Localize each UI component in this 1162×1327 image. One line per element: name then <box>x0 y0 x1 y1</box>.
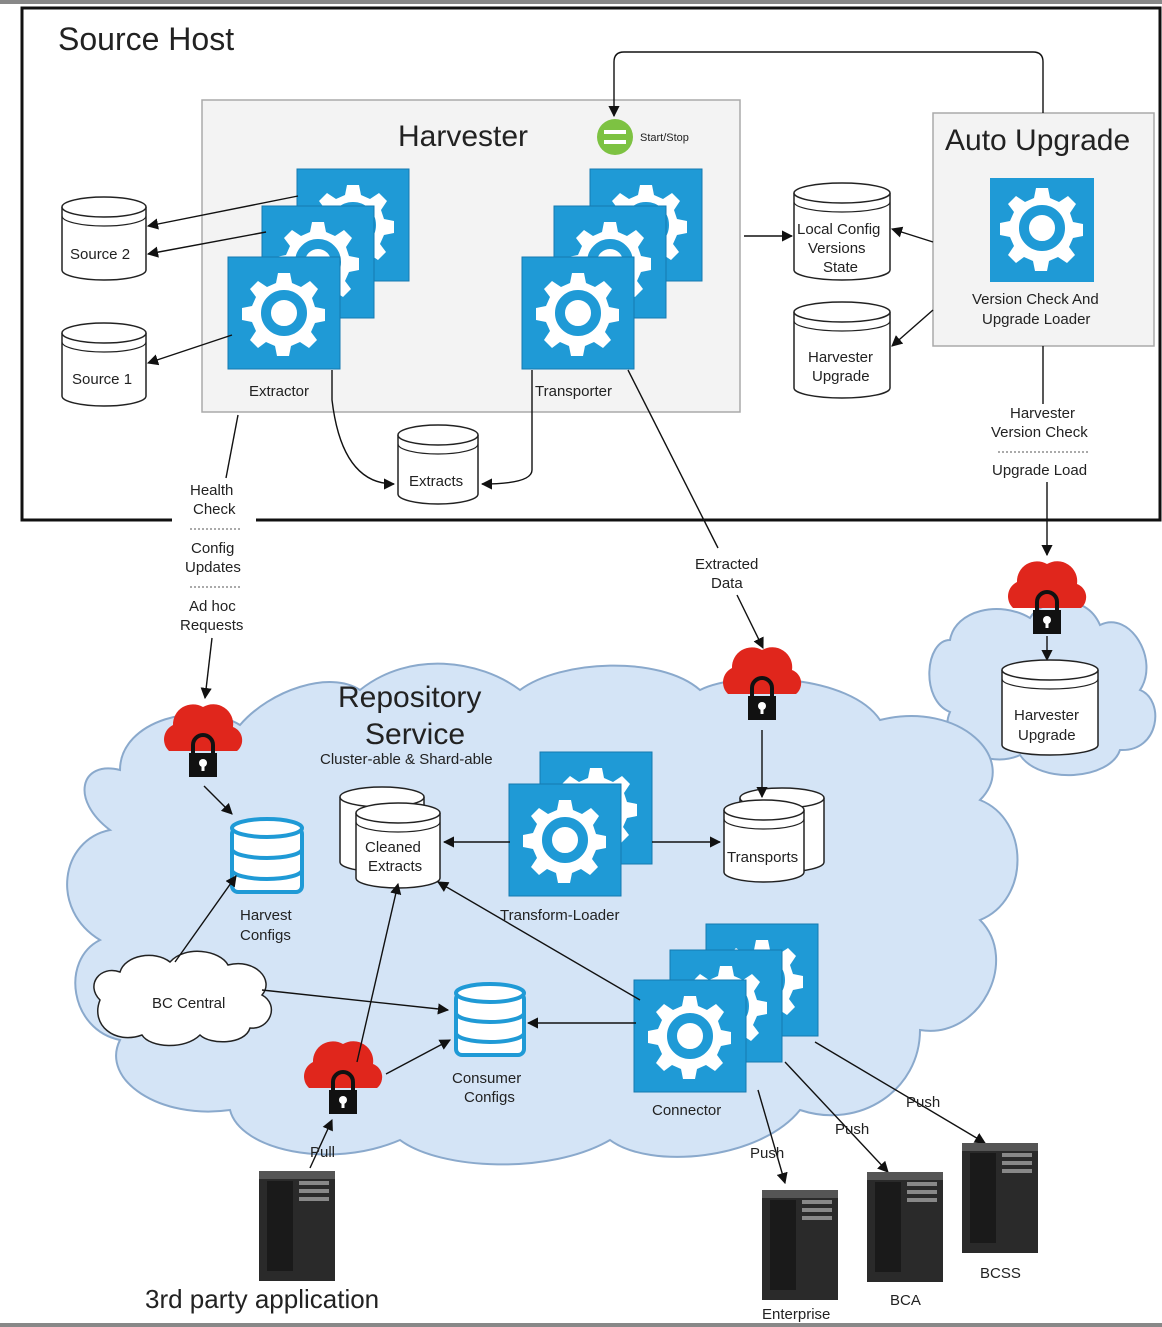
connector-label: Connector <box>652 1102 721 1119</box>
health-check-line-bottom <box>200 637 213 700</box>
bc-central-label: BC Central <box>152 995 225 1012</box>
cleaned-extracts-db <box>339 786 441 889</box>
extracted-data-line2: Data <box>711 575 743 592</box>
push-label-bca: Push <box>835 1121 869 1138</box>
source-1-label: Source 1 <box>72 371 132 388</box>
host-harvester-upgrade-db <box>793 301 891 399</box>
harvest-configs-db <box>230 817 304 894</box>
third-party-server-icon <box>259 1171 335 1281</box>
transform-loader-label: Transform-Loader <box>500 907 620 924</box>
source-2-db <box>61 196 147 281</box>
push-label-enterprise: Push <box>750 1145 784 1162</box>
start-stop-icon[interactable] <box>597 119 633 155</box>
cloud-harvester-upgrade-db <box>1001 659 1099 756</box>
bca-label: BCA <box>890 1292 921 1309</box>
source-host-title: Source Host <box>58 21 234 57</box>
version-check-line1: Version Check And <box>972 291 1099 308</box>
cleaned-extracts-line1: Cleaned <box>365 839 421 856</box>
adhoc-line2: Requests <box>180 617 243 634</box>
push-label-bcss: Push <box>906 1094 940 1111</box>
harvest-configs-line1: Harvest <box>240 907 293 924</box>
health-check-line1: Health <box>190 482 233 499</box>
version-check-link-line1: Harvester <box>1010 405 1075 422</box>
cloud-harvester-upgrade-line1: Harvester <box>1014 707 1079 724</box>
auto-upgrade-title: Auto Upgrade <box>945 124 1130 157</box>
extracts-db <box>397 424 479 505</box>
transporter-label: Transporter <box>535 383 612 400</box>
bottom-rule <box>0 1323 1162 1327</box>
cloud-harvester-upgrade-line2: Upgrade <box>1018 727 1076 744</box>
start-stop-label: Start/Stop <box>640 132 689 144</box>
extracts-label: Extracts <box>409 473 463 490</box>
repository-connectors <box>174 730 986 1185</box>
version-check-link-line2: Version Check <box>991 424 1088 441</box>
health-check-link-labels: Health Check Config Updates Ad hoc Reque… <box>172 478 256 638</box>
config-updates-line2: Updates <box>185 559 241 576</box>
health-check-line2: Check <box>193 501 236 518</box>
bcss-server-icon <box>962 1143 1038 1253</box>
config-updates-line1: Config <box>191 540 234 557</box>
enterprise-server-icon <box>762 1190 838 1300</box>
health-check-line-top <box>225 414 239 479</box>
top-rule <box>0 0 1162 4</box>
repository-subtitle: Cluster-able & Shard-able <box>320 751 493 768</box>
version-check-link: Harvester Version Check Upgrade Load <box>985 346 1100 557</box>
extracted-data-line1: Extracted <box>695 556 758 573</box>
harvest-configs-line2: Configs <box>240 927 291 944</box>
version-check-gear-icon <box>990 178 1094 282</box>
extracted-data-link: Extracted Data <box>627 369 770 650</box>
bca-server-icon <box>867 1172 943 1282</box>
version-check-line2: Upgrade Loader <box>982 311 1090 328</box>
transports-label: Transports <box>727 849 798 866</box>
local-config-db <box>793 182 891 281</box>
host-harvester-upgrade-line2: Upgrade <box>812 368 870 385</box>
local-config-line3: State <box>823 259 858 276</box>
bc-central-cloud <box>93 950 273 1047</box>
consumer-configs-line2: Configs <box>464 1089 515 1106</box>
consumer-configs-line1: Consumer <box>452 1070 521 1087</box>
transports-db <box>723 787 825 883</box>
host-harvester-upgrade-line1: Harvester <box>808 349 873 366</box>
enterprise-label: Enterprise <box>762 1306 830 1323</box>
source-1-db <box>61 322 147 407</box>
local-config-line1: Local Config <box>797 221 880 238</box>
upgrade-load-label: Upgrade Load <box>992 462 1087 479</box>
extractor-label: Extractor <box>249 383 309 400</box>
host-connectors <box>146 51 1044 490</box>
harvester-title: Harvester <box>398 120 528 153</box>
consumer-configs-db <box>454 982 526 1057</box>
repository-title-line2: Service <box>365 718 465 751</box>
source-2-label: Source 2 <box>70 246 130 263</box>
third-party-label: 3rd party application <box>145 1284 379 1314</box>
local-config-line2: Versions <box>808 240 866 257</box>
adhoc-line1: Ad hoc <box>189 598 236 615</box>
cleaned-extracts-line2: Extracts <box>368 858 422 875</box>
bcss-label: BCSS <box>980 1265 1021 1282</box>
pull-label: Pull <box>310 1144 335 1161</box>
repository-title-line1: Repository <box>338 681 481 714</box>
